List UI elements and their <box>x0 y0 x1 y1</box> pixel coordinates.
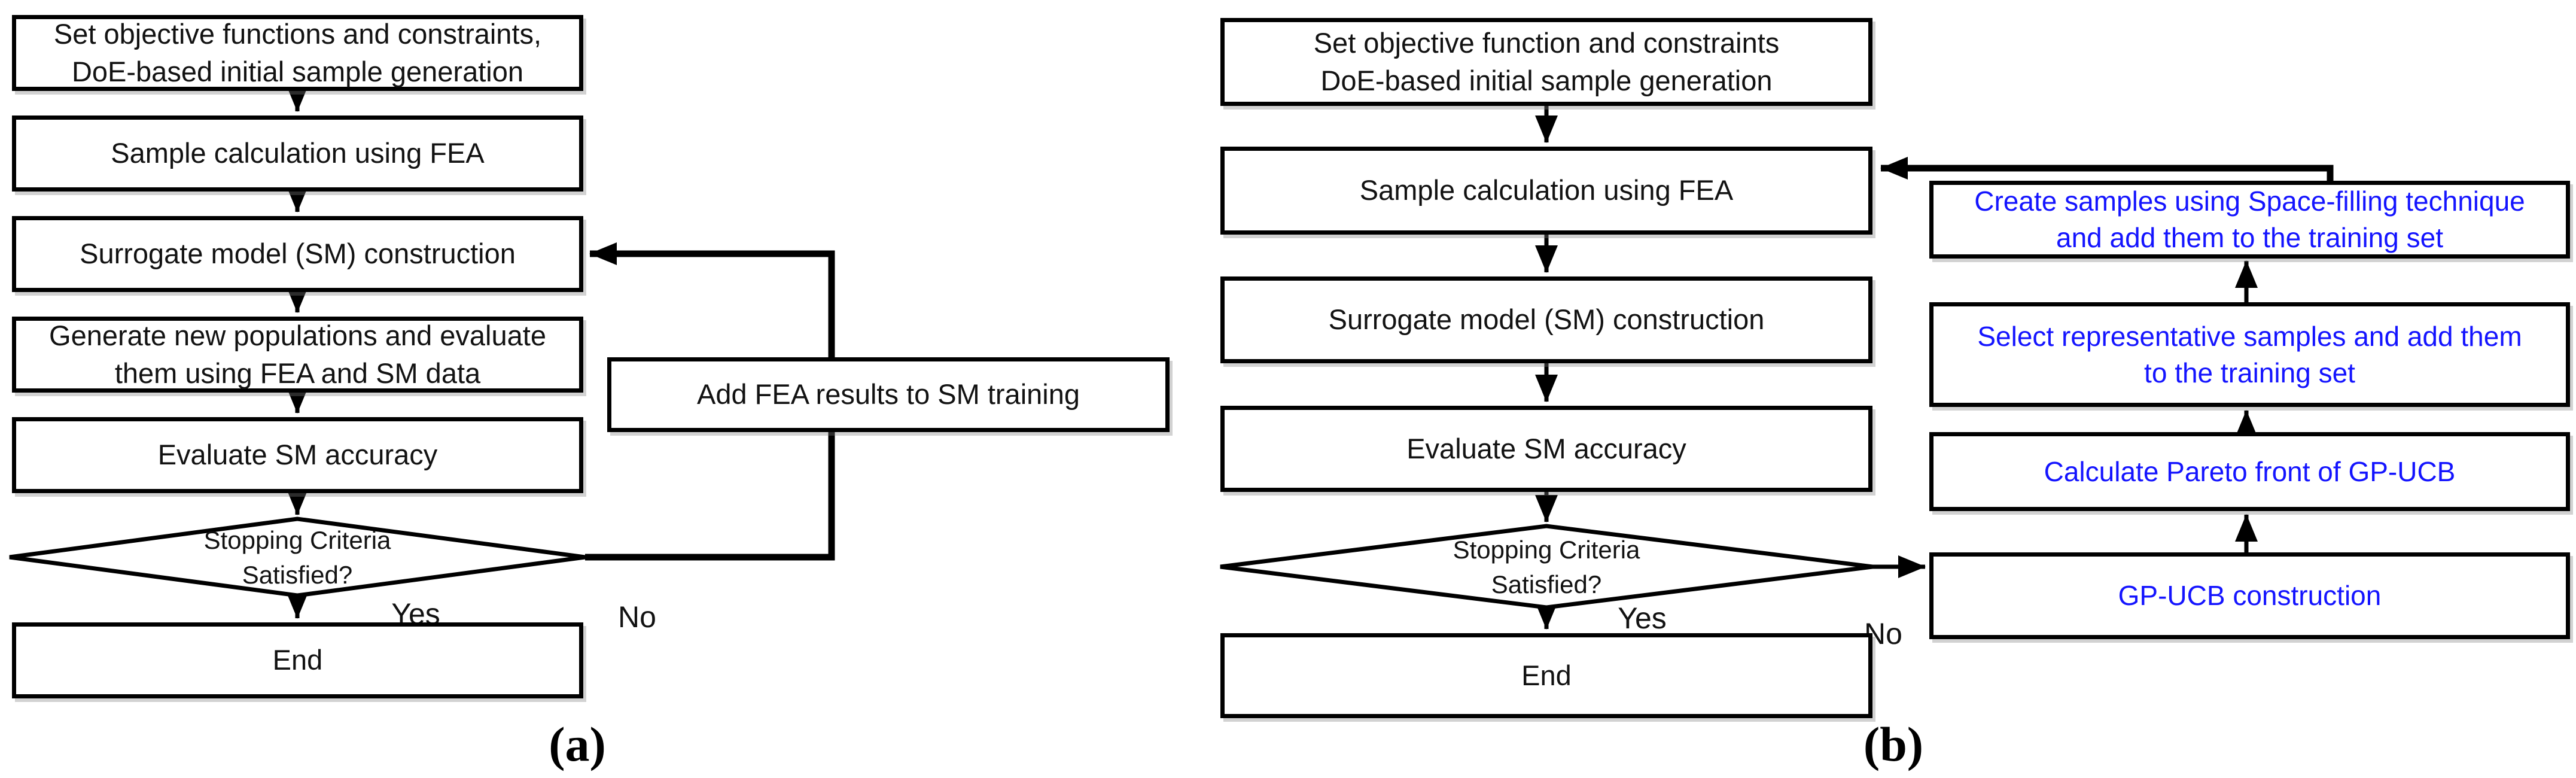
flow-a-decision-text: Stopping Criteria Satisfied? <box>203 526 391 589</box>
flow-b-step-sample-calculation: Sample calculation using FEA <box>1220 147 1872 235</box>
flow-b-loop-gpucb-construction: GP-UCB construction <box>1929 552 2570 639</box>
decision-diamond-a <box>9 516 586 598</box>
arrow-b-create-to-fea-loop <box>1880 157 2334 183</box>
flow-b-step-evaluate-accuracy: Evaluate SM accuracy <box>1220 406 1872 492</box>
flow-b-step-set-objective: Set objective function and constraints D… <box>1220 18 1872 106</box>
panel-b-label: (b) <box>1863 717 1924 771</box>
flow-a-step-evaluate-accuracy: Evaluate SM accuracy <box>12 417 583 493</box>
flow-a-step-sample-calculation: Sample calculation using FEA <box>12 116 583 192</box>
flow-b-step-end: End <box>1220 633 1872 718</box>
flow-b-loop-select-samples: Select representative samples and add th… <box>1929 302 2570 407</box>
flow-b-yes-label: Yes <box>1618 601 1667 635</box>
panel-a-label: (a) <box>549 717 606 771</box>
flow-b-decision-text: Stopping Criteria Satisfied? <box>1453 536 1640 598</box>
flow-b-loop-calculate-pareto: Calculate Pareto front of GP-UCB <box>1929 432 2570 511</box>
flow-b-step-surrogate-construction: Surrogate model (SM) construction <box>1220 276 1872 363</box>
flow-a-step-end: End <box>12 622 583 698</box>
flow-a-step-generate-populations: Generate new populations and evaluate th… <box>12 317 583 393</box>
flow-a-step-add-fea-results: Add FEA results to SM training <box>607 357 1170 432</box>
flow-a-no-label: No <box>618 600 656 634</box>
flow-a-step-surrogate-construction: Surrogate model (SM) construction <box>12 216 583 292</box>
flow-a-step-set-objective: Set objective functions and constraints,… <box>12 15 583 91</box>
flow-b-loop-create-samples: Create samples using Space-filling techn… <box>1929 181 2570 259</box>
